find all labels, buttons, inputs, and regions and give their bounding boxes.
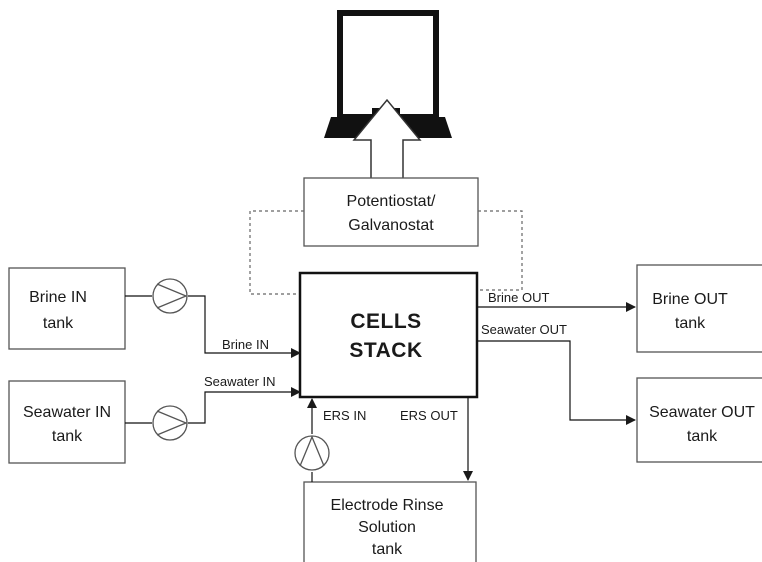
data-link-arrow <box>352 98 422 178</box>
ers-tank-label-line2: Solution <box>358 519 416 536</box>
seawater-in-tank-label-line2: tank <box>52 428 83 445</box>
seawater-in-flow-label: Seawater IN <box>204 374 276 389</box>
seawater-in-tank-label-line1: Seawater IN <box>23 404 111 421</box>
ers-out-flow-label: ERS OUT <box>400 408 458 423</box>
brine-out-tank-box: Brine OUT tank <box>636 264 762 353</box>
brine-in-tank-box: Brine IN tank <box>8 267 126 350</box>
brine-out-tank-label-line1: Brine OUT <box>652 291 728 308</box>
pump-icon <box>294 435 330 471</box>
brine-in-tank-label-line2: tank <box>43 315 74 332</box>
pump-icon <box>152 405 188 441</box>
brine-out-tank-label-line2: tank <box>675 315 706 332</box>
seawater-out-line <box>477 340 636 425</box>
cells-stack-box: CELLS STACK <box>298 271 479 399</box>
seawater-out-flow-label: Seawater OUT <box>481 322 567 337</box>
brine-in-flow-label: Brine IN <box>222 337 269 352</box>
ers-tank-box: Electrode Rinse Solution tank <box>303 481 477 562</box>
brine-in-tank-label-line1: Brine IN <box>29 289 87 306</box>
cells-stack-label-line2: STACK <box>349 339 422 362</box>
brine-out-flow-label: Brine OUT <box>488 290 549 305</box>
seawater-out-tank-box: Seawater OUT tank <box>636 377 762 463</box>
electrical-connection-left <box>249 210 304 295</box>
pump-icon <box>152 278 188 314</box>
potentiostat-label-line1: Potentiostat/ <box>347 193 437 210</box>
ers-tank-label-line1: Electrode Rinse <box>331 497 444 514</box>
seawater-in-tank-box: Seawater IN tank <box>8 380 126 464</box>
seawater-out-tank-label-line2: tank <box>687 428 718 445</box>
potentiostat-label-line2: Galvanostat <box>348 217 434 234</box>
brine-in-line <box>125 295 301 358</box>
seawater-in-line <box>125 387 301 424</box>
potentiostat-box: Potentiostat/ Galvanostat <box>303 177 479 247</box>
seawater-out-tank-label-line1: Seawater OUT <box>649 404 755 421</box>
ers-tank-label-line3: tank <box>372 541 403 558</box>
ers-in-flow-label: ERS IN <box>323 408 366 423</box>
cells-stack-label-line1: CELLS <box>350 310 421 333</box>
